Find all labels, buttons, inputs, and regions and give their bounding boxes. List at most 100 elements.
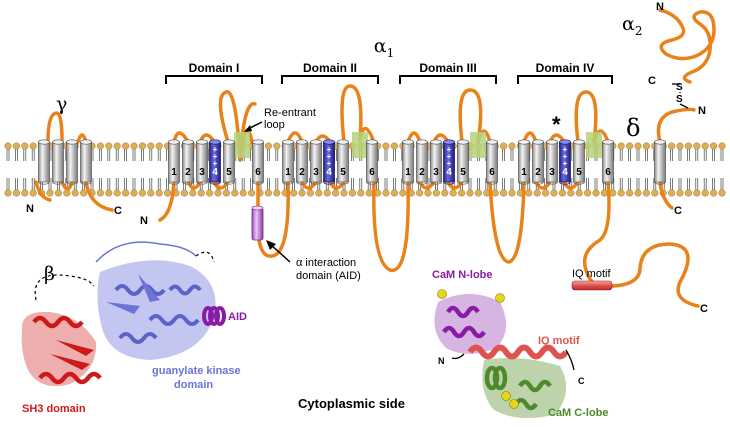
lipid-head: [180, 189, 188, 197]
domain4-s4-number: 4: [562, 167, 568, 178]
lipid-head: [138, 142, 146, 150]
lipid-head: [113, 142, 121, 150]
lipid-head: [693, 189, 701, 197]
charge-plus: +: [563, 152, 568, 161]
lipid-head: [71, 189, 79, 197]
alpha1-c-terminus: C: [700, 303, 708, 315]
lipid-head: [575, 189, 583, 197]
lipid-head: [113, 189, 121, 197]
alpha2-chain: [658, 8, 716, 84]
aid-label-line1: α interaction: [296, 257, 356, 269]
d4-loop-12: [522, 131, 538, 144]
d2-loop-45: [328, 180, 346, 190]
gamma-c-tail: [84, 180, 114, 212]
reentrant-label-line1: Re-entrant: [264, 107, 316, 119]
domain1-s4: 4+++: [209, 139, 221, 185]
lipid-head: [323, 189, 331, 197]
domain3-s6-number: 6: [489, 167, 495, 178]
disulfide-s1: S: [676, 82, 683, 93]
lipid-head: [508, 189, 516, 197]
gamma-c-terminus: C: [114, 205, 122, 217]
domain-bracket-3: [399, 75, 497, 84]
iq-motif-helix: IQ motif: [571, 268, 613, 291]
d2-d3-linker: [372, 180, 410, 273]
lipid-head: [634, 189, 642, 197]
lipid-head: [474, 189, 482, 197]
domain-bracket-2: [281, 75, 379, 84]
calmodulin-iq-structure: [434, 289, 575, 419]
pore-box-d4: [586, 132, 602, 158]
lipid-head: [701, 189, 709, 197]
lipid-head: [693, 142, 701, 150]
d3-p-loop: [458, 88, 492, 144]
domain3-s4-number: 4: [446, 167, 452, 178]
lipid-head: [701, 142, 709, 150]
domain4-s4: 4+++: [559, 139, 571, 185]
lipid-head: [617, 142, 625, 150]
lipid-head: [189, 189, 197, 197]
lipid-head: [273, 189, 281, 197]
domain2-s6: 6: [366, 139, 378, 185]
lipid-head: [500, 189, 508, 197]
charge-plus: +: [213, 159, 218, 168]
delta-c-terminus: C: [674, 205, 682, 217]
lipid-head: [390, 189, 398, 197]
lipid-head: [290, 189, 298, 197]
gamma-n-terminus: N: [26, 203, 34, 215]
disulfide-bonds: [672, 83, 689, 109]
lipid-head: [533, 189, 541, 197]
charge-plus: +: [563, 159, 568, 168]
lipid-head: [155, 142, 163, 150]
d1-n-term: [158, 180, 176, 222]
lipid-head: [147, 142, 155, 150]
domain2-s5-number: 5: [340, 167, 346, 178]
lipid-head: [155, 189, 163, 197]
charge-plus: +: [327, 152, 332, 161]
asterisk-marker: *: [552, 112, 561, 137]
d3-d4-linker: [488, 180, 526, 264]
d2-p-loop: [340, 84, 376, 144]
lipid-head: [432, 189, 440, 197]
aid-helix: [251, 205, 264, 241]
domain4-s5: 5: [573, 139, 585, 185]
lipid-head: [122, 189, 130, 197]
lipid-head: [642, 142, 650, 150]
lipid-head: [96, 189, 104, 197]
charge-plus: +: [327, 145, 332, 154]
domain3-s5-number: 5: [460, 167, 466, 178]
lipid-head: [105, 189, 113, 197]
lipid-head: [222, 189, 230, 197]
lipid-head: [626, 142, 634, 150]
beta-label: β: [44, 263, 55, 285]
domain1-s5-number: 5: [226, 167, 232, 178]
lipid-head: [138, 189, 146, 197]
lipid-head: [684, 142, 692, 150]
domain3-s4: 4+++: [443, 139, 455, 185]
lipid-head: [710, 142, 718, 150]
cam-n-lobe-label: CaM N-lobe: [432, 269, 493, 281]
lipid-head: [214, 189, 222, 197]
lipid-head: [441, 189, 449, 197]
gamma-label: γ: [56, 93, 67, 115]
alpha2-label: α2: [622, 13, 642, 38]
aid-label-line2: domain (AID): [296, 270, 361, 282]
domain2-s1-number: 1: [285, 167, 291, 178]
domain3-s3: 3: [430, 139, 442, 185]
domain-bracket-4: [517, 75, 613, 84]
d1-d2-linker: [256, 180, 290, 258]
lipid-head: [550, 189, 558, 197]
lipid-head: [298, 189, 306, 197]
lipid-head: [684, 189, 692, 197]
lipid-head: [382, 189, 390, 197]
lipid-head: [676, 189, 684, 197]
d3-loop-12: [406, 131, 422, 144]
lipid-head: [676, 142, 684, 150]
domain2-s4: 4+++: [323, 139, 335, 185]
reentrant-label-line2: loop: [264, 119, 285, 131]
lipid-head: [264, 189, 272, 197]
lipid-head: [197, 189, 205, 197]
lipid-head: [710, 189, 718, 197]
protein-loops: [34, 8, 716, 308]
